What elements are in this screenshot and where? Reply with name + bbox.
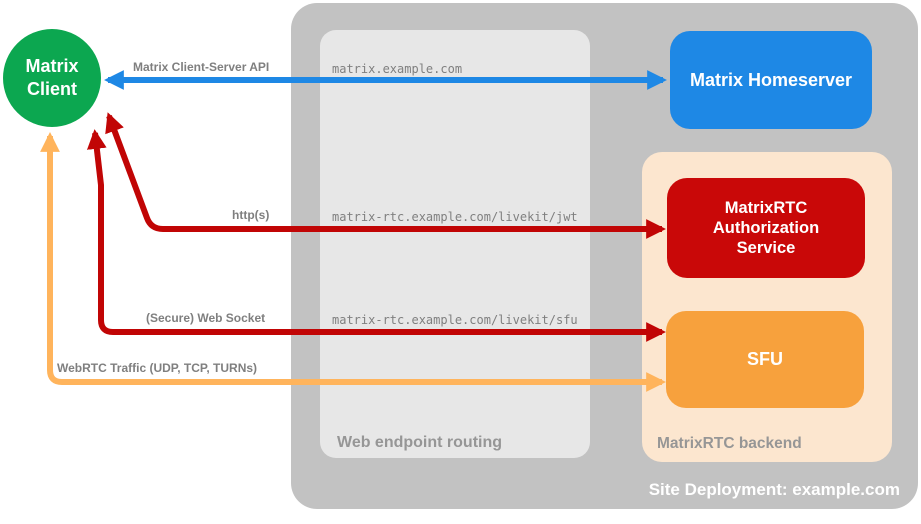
site-deployment-title: Site Deployment: example.com <box>648 480 900 499</box>
endpoint-label-homeserver: matrix.example.com <box>332 62 463 76</box>
node-matrix-homeserver-label: Matrix Homeserver <box>689 69 853 90</box>
arrow-label-websocket: (Secure) Web Socket <box>146 311 266 325</box>
node-client-label-line2: Client <box>26 79 77 99</box>
web-endpoint-routing-title: Web endpoint routing <box>337 434 503 451</box>
arrow-label-webrtc: WebRTC Traffic (UDP, TCP, TURNs) <box>57 361 258 375</box>
endpoint-label-jwt: matrix-rtc.example.com/livekit/jwt <box>332 210 578 224</box>
node-matrix-homeserver: Matrix Homeserver <box>670 31 872 129</box>
arrow-label-http: http(s) <box>232 208 270 222</box>
node-sfu-label: SFU <box>747 349 783 369</box>
node-matrix-client: Matrix Client <box>3 29 101 127</box>
node-client-label-line1: Matrix <box>25 56 79 76</box>
node-auth-label-line3: Service <box>736 239 796 257</box>
web-endpoint-routing-box: Web endpoint routing <box>320 30 590 458</box>
arrow-label-client-server-api: Matrix Client-Server API <box>133 60 270 74</box>
matrixrtc-backend-title: MatrixRTC backend <box>657 435 802 452</box>
endpoint-label-sfu: matrix-rtc.example.com/livekit/sfu <box>332 313 578 327</box>
node-matrixrtc-authorization-service: MatrixRTC Authorization Service <box>667 178 865 278</box>
node-sfu: SFU <box>666 311 864 408</box>
node-auth-label-line1: MatrixRTC <box>724 199 808 217</box>
node-auth-label-line2: Authorization <box>712 219 820 237</box>
